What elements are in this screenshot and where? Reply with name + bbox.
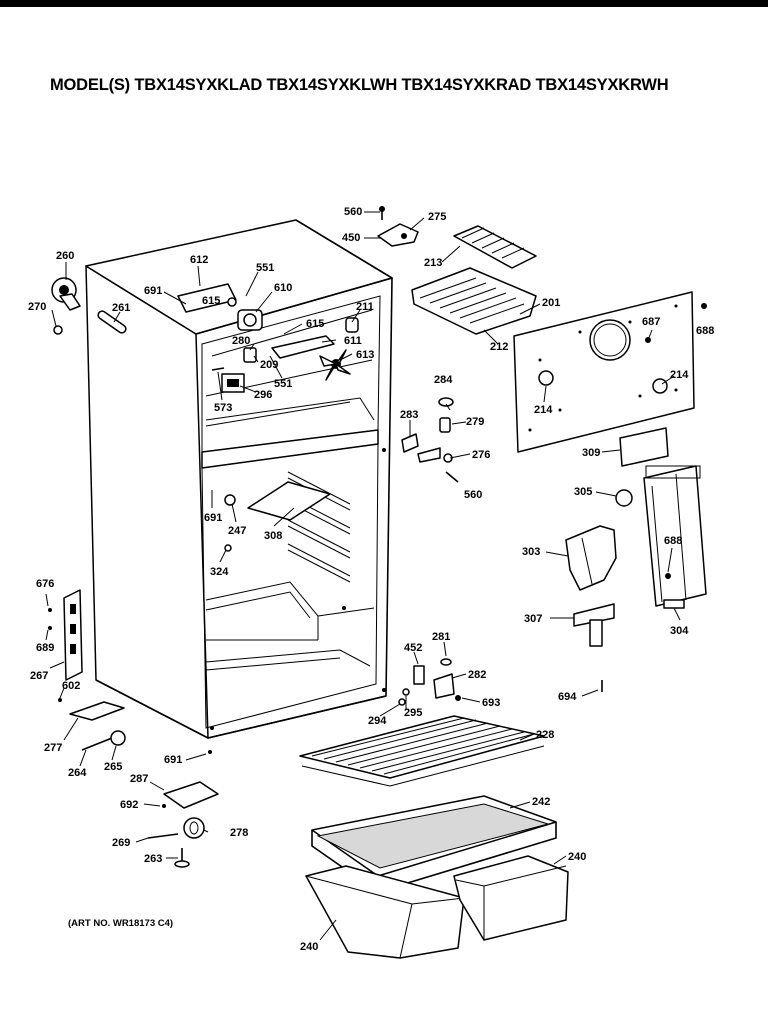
part-label-295: 295	[404, 707, 422, 719]
part-label-277: 277	[44, 742, 62, 754]
part-label-228: 228	[536, 729, 554, 741]
part-label-450: 450	[342, 232, 360, 244]
part-label-275: 275	[428, 211, 446, 223]
part-label-303: 303	[522, 546, 540, 558]
part-label-691: 691	[204, 512, 222, 524]
part-label-307: 307	[524, 613, 542, 625]
part-label-212: 212	[490, 341, 508, 353]
part-label-213: 213	[424, 257, 442, 269]
part-label-615: 615	[306, 318, 324, 330]
part-label-693: 693	[482, 697, 500, 709]
part-label-694: 694	[558, 691, 577, 703]
part-label-305: 305	[574, 486, 592, 498]
freezer-shelf	[411, 267, 537, 335]
wire-shelf	[299, 715, 545, 787]
part-label-691: 691	[144, 285, 162, 297]
part-label-324: 324	[210, 566, 229, 578]
bottom-hinge-parts	[58, 698, 212, 754]
part-label-242: 242	[532, 796, 550, 808]
top-border-bar	[0, 0, 768, 7]
part-label-201: 201	[542, 297, 560, 309]
part-label-284: 284	[434, 374, 453, 386]
part-label-613: 613	[356, 349, 374, 361]
part-label-261: 261	[112, 302, 130, 314]
top-hinge-assembly	[51, 277, 81, 335]
part-label-560: 560	[344, 206, 362, 218]
part-label-270: 270	[28, 301, 46, 313]
air-duct-components	[565, 465, 707, 647]
leveling-legs	[147, 781, 219, 868]
part-label-452: 452	[404, 642, 422, 654]
part-label-267: 267	[30, 670, 48, 682]
part-label-689: 689	[36, 642, 54, 654]
part-label-615: 615	[202, 295, 220, 307]
part-label-551: 551	[256, 262, 274, 274]
part-label-611: 611	[344, 335, 362, 347]
crisper-drawers	[305, 855, 569, 959]
part-label-692: 692	[120, 799, 138, 811]
drain-components	[401, 397, 459, 483]
part-label-247: 247	[228, 525, 246, 537]
part-label-240: 240	[300, 941, 318, 953]
part-label-264: 264	[68, 767, 87, 779]
model-title: MODEL(S) TBX14SYXKLAD TBX14SYXKLWH TBX14…	[50, 76, 669, 94]
part-label-573: 573	[214, 402, 232, 414]
part-label-240: 240	[568, 851, 586, 863]
part-label-691: 691	[164, 754, 182, 766]
art-number: (ART NO. WR18173 C4)	[68, 918, 174, 929]
refrigerator-cabinet	[85, 219, 393, 739]
part-label-308: 308	[264, 530, 282, 542]
part-label-279: 279	[466, 416, 484, 428]
part-label-687: 687	[642, 316, 660, 328]
part-label-688: 688	[696, 325, 714, 337]
part-label-276: 276	[472, 449, 490, 461]
part-label-265: 265	[104, 761, 122, 773]
part-label-287: 287	[130, 773, 148, 785]
part-label-278: 278	[230, 827, 248, 839]
part-label-211: 211	[356, 301, 374, 313]
part-label-296: 296	[254, 389, 272, 401]
ice-tray-hardware	[377, 206, 419, 247]
part-label-214: 214	[534, 404, 553, 416]
part-label-280: 280	[232, 335, 250, 347]
part-label-294: 294	[368, 715, 387, 727]
part-label-283: 283	[400, 409, 418, 421]
part-label-602: 602	[62, 680, 80, 692]
small-hardware	[398, 658, 603, 706]
part-label-282: 282	[468, 669, 486, 681]
part-label-304: 304	[670, 625, 689, 637]
part-label-560: 560	[464, 489, 482, 501]
evaporator-cover-panel	[513, 291, 707, 453]
part-label-263: 263	[144, 853, 162, 865]
part-label-610: 610	[274, 282, 292, 294]
part-label-551: 551	[274, 378, 292, 390]
part-label-612: 612	[190, 254, 208, 266]
part-label-309: 309	[582, 447, 600, 459]
part-label-209: 209	[260, 359, 278, 371]
part-label-260: 260	[56, 250, 74, 262]
lower-hinge-bracket	[48, 589, 83, 681]
part-label-676: 676	[36, 578, 54, 590]
part-label-269: 269	[112, 837, 130, 849]
ice-tray	[453, 225, 537, 269]
leader-lines	[45, 211, 681, 941]
part-number-labels: 560 275 450 213 201 212 687 688 214 214 …	[28, 206, 714, 953]
part-label-281: 281	[432, 631, 450, 643]
part-label-688: 688	[664, 535, 682, 547]
part-label-214: 214	[670, 369, 689, 381]
control-components	[177, 283, 359, 552]
label-plate	[619, 427, 669, 467]
